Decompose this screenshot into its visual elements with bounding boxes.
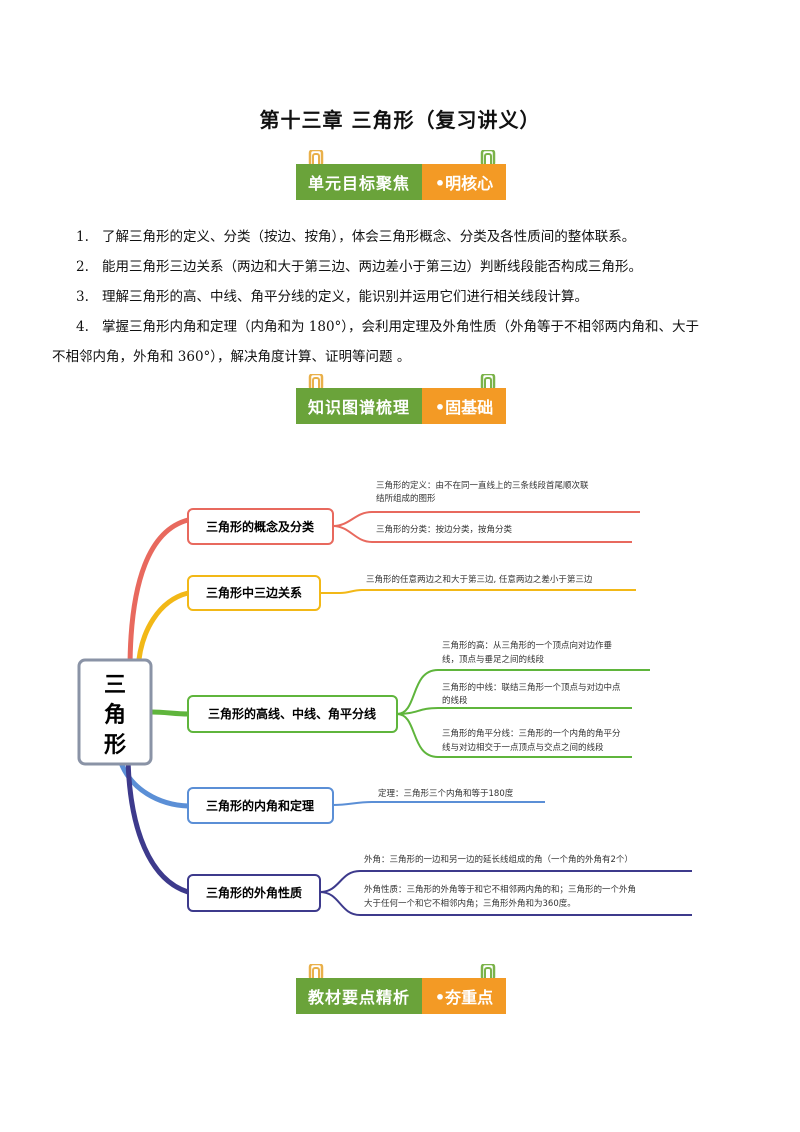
banner-right-label: •夯重点 <box>422 978 506 1014</box>
leaf-text: 结所组成的图形 <box>376 493 436 504</box>
center-char: 三 <box>104 673 126 698</box>
goals-list: 1. 了解三角形的定义、分类（按边、按角），体会三角形概念、分类及各性质间的整体联… <box>52 222 736 372</box>
leaf-text: 三角形的任意两边之和大于第三边, 任意两边之差小于第三边 <box>366 574 593 585</box>
branch-label: 三角形的概念及分类 <box>206 519 315 534</box>
branch-label: 三角形的高线、中线、角平分线 <box>208 706 376 721</box>
leaf-connector <box>332 801 545 806</box>
branch-connector <box>151 709 189 717</box>
mindmap-center-node: 三 角 形 <box>77 658 153 766</box>
branch-connector <box>125 759 189 895</box>
mindmap-branch: 三角形中三边关系 三角形的任意两边之和大于第三边, 任意两边之差小于第三边 <box>187 574 636 611</box>
goal-text: 能用三角形三边关系（两边和大于第三边、两边差小于第三边）判断线段能否构成三角形。 <box>102 259 642 275</box>
leaf-connector <box>320 589 636 594</box>
goal-item-continuation: 不相邻内角，外角和 360°），解决角度计算、证明等问题 。 <box>52 342 736 372</box>
goal-number: 2. <box>76 259 89 275</box>
branch-label: 三角形的内角和定理 <box>206 798 314 813</box>
leaf-text: 外角性质：三角形的外角等于和它不相邻两内角的和；三角形的一个外角 <box>364 884 636 895</box>
leaf-text: 的线段 <box>442 695 468 706</box>
leaf-connector <box>332 525 632 543</box>
banner-left-label: 知识图谱梳理 <box>296 388 422 424</box>
leaf-connector <box>396 669 650 715</box>
branch-connector <box>135 590 189 671</box>
leaf-text: 三角形的分类：按边分类，按角分类 <box>376 524 513 535</box>
leaf-connector <box>319 891 692 916</box>
leaf-text: 线，顶点与垂足之间的线段 <box>442 654 545 665</box>
leaf-text: 三角形的角平分线：三角形的一个内角的角平分 <box>442 728 621 739</box>
leaf-connector <box>396 707 632 715</box>
branch-label: 三角形中三边关系 <box>206 585 302 600</box>
goal-number: 1. <box>76 229 89 245</box>
banner-right-label: •固基础 <box>422 388 506 424</box>
leaf-text: 定理：三角形三个内角和等于180度 <box>378 788 514 799</box>
goal-item: 3. 理解三角形的高、中线、角平分线的定义，能识别并运用它们进行相关线段计算。 <box>76 282 736 312</box>
goal-number: 3. <box>76 289 89 305</box>
section-banner-mindmap: 知识图谱梳理 •固基础 <box>296 374 506 424</box>
mindmap-branch: 三角形的内角和定理 定理：三角形三个内角和等于180度 <box>187 787 545 824</box>
leaf-text: 外角：三角形的一边和另一边的延长线组成的角（一个角的外角有2个） <box>364 854 633 865</box>
leaf-connector <box>332 511 640 527</box>
branch-label: 三角形的外角性质 <box>206 885 302 900</box>
goal-text: 掌握三角形内角和定理（内角和为 180°），会利用定理及外角性质（外角等于不相邻… <box>102 319 700 335</box>
banner-right-label: •明核心 <box>422 164 506 200</box>
section-banner-goals: 单元目标聚焦 •明核心 <box>296 150 506 200</box>
center-char: 形 <box>104 733 126 758</box>
leaf-text: 三角形的高：从三角形的一个顶点向对边作垂 <box>442 640 613 651</box>
leaf-connector <box>396 713 632 758</box>
goal-text: 理解三角形的高、中线、角平分线的定义，能识别并运用它们进行相关线段计算。 <box>102 289 588 305</box>
mindmap-branch: 三角形的高线、中线、角平分线 三角形的高：从三角形的一个顶点向对边作垂 线，顶点… <box>187 640 650 758</box>
page-title: 第十三章 三角形（复习讲义） <box>259 108 541 132</box>
mind-map: 三 角 形 三角形的概念及分类 三角形的定义：由不在同一直线上的三条线段首尾顺次… <box>77 480 692 916</box>
goal-item: 1. 了解三角形的定义、分类（按边、按角），体会三角形概念、分类及各性质间的整体联… <box>76 222 736 252</box>
leaf-text: 三角形的中线：联结三角形一个顶点与对边中点 <box>442 682 621 693</box>
center-char: 角 <box>104 702 126 728</box>
section-banner-keypoints: 教材要点精析 •夯重点 <box>296 964 506 1014</box>
branch-connector <box>117 759 189 809</box>
mindmap-branch: 三角形的外角性质 外角：三角形的一边和另一边的延长线组成的角（一个角的外角有2个… <box>187 854 692 916</box>
goal-number: 4. <box>76 319 89 335</box>
goal-item: 4. 掌握三角形内角和定理（内角和为 180°），会利用定理及外角性质（外角等于不… <box>76 312 736 342</box>
goal-item: 2. 能用三角形三边关系（两边和大于第三边、两边差小于第三边）判断线段能否构成三角… <box>76 252 736 282</box>
banner-left-label: 单元目标聚焦 <box>296 164 422 200</box>
leaf-text: 三角形的定义：由不在同一直线上的三条线段首尾顺次联 <box>376 480 589 491</box>
goal-text: 了解三角形的定义、分类（按边、按角），体会三角形概念、分类及各性质间的整体联系。 <box>102 229 636 245</box>
leaf-text: 大于任何一个和它不相邻内角；三角形外角和为360度。 <box>364 898 576 909</box>
branch-connector <box>127 517 189 671</box>
goal-text: 不相邻内角，外角和 360°），解决角度计算、证明等问题 。 <box>52 349 411 365</box>
leaf-connector <box>319 870 692 893</box>
banner-left-label: 教材要点精析 <box>296 978 422 1014</box>
leaf-text: 线与对边相交于一点顶点与交点之间的线段 <box>442 742 604 753</box>
mindmap-branch: 三角形的概念及分类 三角形的定义：由不在同一直线上的三条线段首尾顺次联 结所组成… <box>187 480 640 545</box>
